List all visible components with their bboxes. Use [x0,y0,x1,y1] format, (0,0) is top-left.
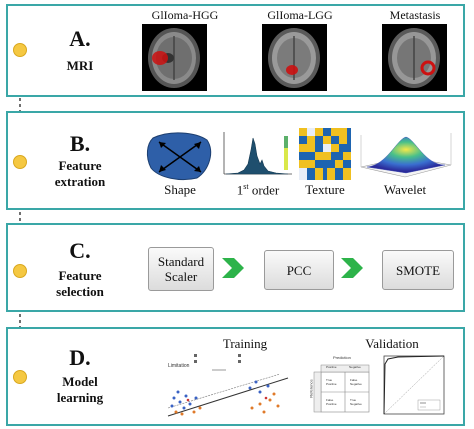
limitation-label: Limitation [168,363,190,369]
mri-title-metastasis: Metastasis [389,8,441,22]
confusion-matrix [313,364,370,413]
mri-image-metastasis [382,24,447,91]
shape-label: Shape [164,182,196,197]
prediction-label: Prediction [333,355,351,360]
shape-icon [146,132,212,181]
reference-label: Reference [308,379,314,398]
texture-icon [299,128,351,180]
first-order-label: 1st order [218,182,298,198]
smote-step: SMOTE [382,250,454,290]
panel-c-letter: C. [69,238,91,263]
timeline-dot-d [13,370,27,384]
roc-curve [383,355,445,415]
validation-title: Validation [365,336,419,351]
cm-true-positive: True Positive [326,378,337,386]
timeline-dot-a [13,43,27,57]
mri-image-hgg [142,24,207,91]
timeline-dot-c [13,264,27,278]
training-title: Training [222,336,268,351]
first-order-suffix: st [243,182,249,191]
mri-title-hgg: GlIoma-HGG [151,8,219,22]
mri-image-lgg [262,24,327,91]
panel-b-letter: B. [69,131,91,156]
histogram-icon [218,130,296,180]
panel-d-subtitle: Model learning [56,374,104,405]
panel-d-letter: D. [69,345,91,370]
timeline-dot-b [13,155,27,169]
panel-c-subtitle: Feature selection [56,268,104,299]
first-order-word: order [248,182,280,198]
panel-a-letter: A. [69,26,91,51]
pcc-step: PCC [264,250,334,290]
wavelet-icon [360,133,452,178]
cm-false-negative: False Negative [350,378,362,386]
mri-title-lgg: GlIoma-LGG [267,8,333,22]
standard-scaler-step: Standard Scaler [148,247,214,291]
cm-true-negative: True Negative [350,398,362,406]
wavelet-label: Wavelet [383,182,427,197]
texture-label: Texture [305,182,345,197]
cm-col-positive: Positive [326,365,337,369]
chevron-arrow-2 [341,258,363,278]
cm-false-positive: False Positive [326,398,337,406]
first-order-number: 1 [236,182,244,198]
chevron-arrow-1 [222,258,244,278]
training-plot [167,354,289,417]
panel-b-subtitle: Feature extration [54,158,106,189]
cm-col-negative: Negative [349,365,361,369]
panel-a-subtitle: MRI [66,58,94,73]
